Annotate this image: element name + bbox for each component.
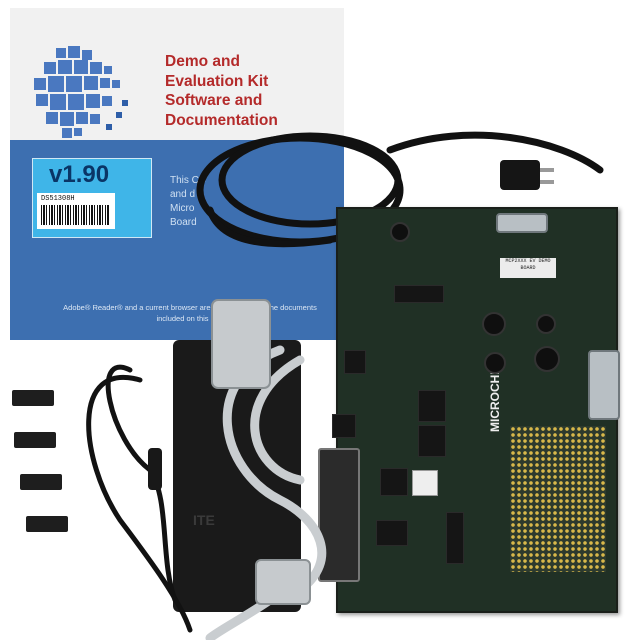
db9-connector — [588, 350, 620, 420]
voltage-regulator — [344, 350, 366, 374]
loose-ic-chip — [12, 390, 54, 406]
cd-sleeve: Demo and Evaluation Kit Software and Doc… — [10, 8, 344, 340]
potentiometer-icon — [390, 222, 410, 242]
ic-socket — [418, 425, 446, 457]
board-sticker: MCP2XXX EV DEMO BOARD — [500, 258, 556, 278]
barcode-icon — [41, 205, 109, 225]
ic-chip — [446, 512, 464, 564]
db9-plug-icon — [255, 559, 311, 605]
pixel-globe-logo — [34, 46, 128, 138]
sleeve-footnote: Adobe® Reader® and a current browser are… — [63, 303, 317, 323]
version-sticker: v1.90 DS51308H — [32, 158, 152, 238]
buzzer-icon — [484, 352, 506, 374]
adapter-label: ITE — [193, 512, 215, 528]
ic-socket — [418, 390, 446, 422]
version-label: v1.90 — [49, 161, 110, 188]
plug-head — [500, 160, 540, 190]
barcode-number: DS51308H — [41, 195, 75, 203]
sleeve-title: Demo and Evaluation Kit Software and Doc… — [165, 53, 278, 129]
ic-chip — [380, 468, 408, 496]
loose-ic-chip — [20, 474, 62, 490]
prototype-area — [510, 426, 606, 572]
loose-ic-chip — [14, 432, 56, 448]
dc-plug-icon — [148, 448, 162, 490]
crystal-oscillator — [412, 470, 438, 496]
barcode-label: DS51308H — [37, 193, 115, 229]
buzzer-icon — [482, 312, 506, 336]
db9-connector — [496, 213, 548, 233]
dc-jack — [332, 414, 356, 438]
db25-plug-icon — [211, 299, 271, 389]
buzzer-icon — [536, 314, 556, 334]
loose-ic-chip — [26, 516, 68, 532]
buzzer-icon — [534, 346, 560, 372]
ic-chip — [394, 285, 444, 303]
ic-chip — [376, 520, 408, 546]
